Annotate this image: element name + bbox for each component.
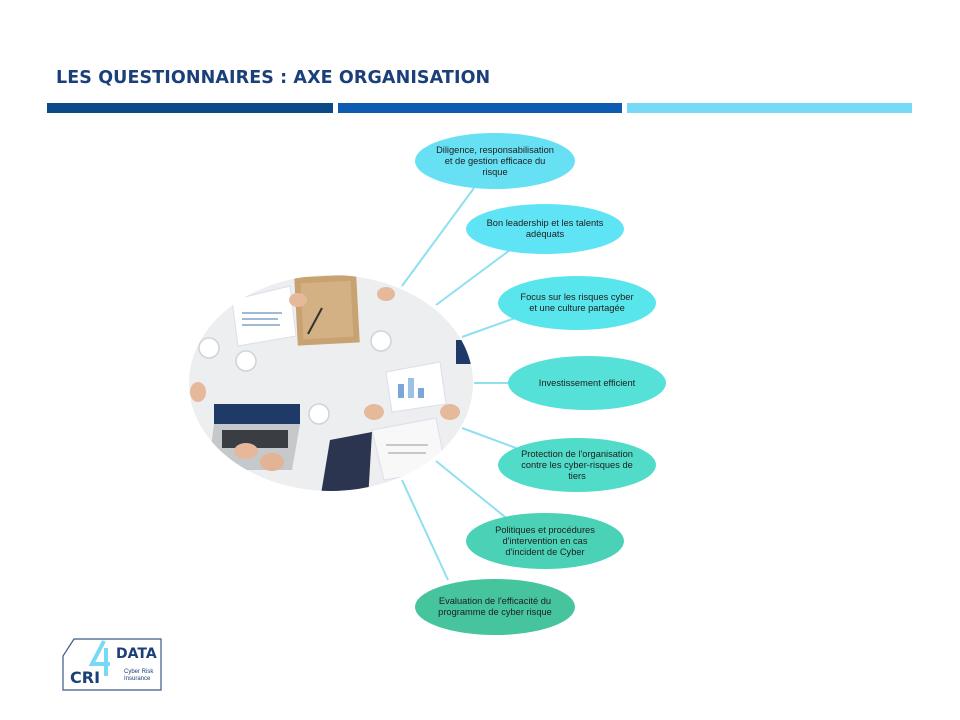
connector-2 xyxy=(435,249,511,306)
connector-3 xyxy=(461,317,516,338)
node-focus-risques: Focus sur les risques cyber et une cultu… xyxy=(498,276,656,330)
connector-5 xyxy=(461,427,517,449)
node-protection-label: Protection de l'organisation contre les … xyxy=(521,448,633,481)
connector-6 xyxy=(435,460,511,522)
node-leadership-label: Bon leadership et les talents adéquats xyxy=(486,218,604,239)
node-protection: Protection de l'organisation contre les … xyxy=(498,438,656,492)
node-evaluation: Evaluation de l'efficacité du programme … xyxy=(415,579,575,635)
meeting-photo xyxy=(189,275,473,491)
connector-lines xyxy=(401,187,517,581)
connector-7 xyxy=(401,479,449,581)
cri4data-logo xyxy=(62,638,162,691)
header-bar-light xyxy=(627,103,912,113)
node-diligence-label: Diligence, responsabilisation et de gest… xyxy=(436,144,554,177)
node-investissement: Investissement efficient xyxy=(508,356,666,410)
logo-cri-text: CRI xyxy=(70,668,101,687)
logo-data-text: DATA xyxy=(116,646,157,662)
page-title: LES QUESTIONNAIRES : AXE ORGANISATION xyxy=(56,68,491,88)
node-politiques-label: Politiques et procédures d'intervention … xyxy=(495,524,595,557)
connector-1 xyxy=(401,187,475,287)
logo-subtitle: Cyber Risk Insurance xyxy=(124,669,154,682)
node-focus-risques-label: Focus sur les risques cyber et une cultu… xyxy=(520,292,634,313)
node-evaluation-label: Evaluation de l'efficacité du programme … xyxy=(438,596,552,617)
header-bar-mid xyxy=(338,103,622,113)
node-diligence: Diligence, responsabilisation et de gest… xyxy=(415,133,575,189)
header-bar-dark xyxy=(47,103,333,113)
node-politiques: Politiques et procédures d'intervention … xyxy=(466,513,624,569)
node-leadership: Bon leadership et les talents adéquats xyxy=(466,204,624,254)
node-investissement-label: Investissement efficient xyxy=(538,377,636,388)
